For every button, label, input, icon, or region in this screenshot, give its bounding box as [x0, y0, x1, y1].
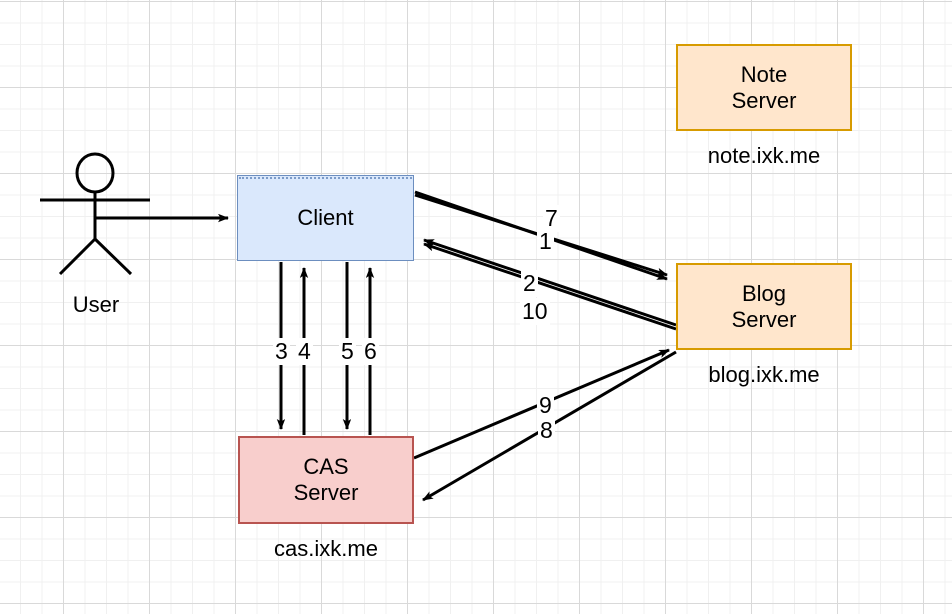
node-blog-server[interactable]: Blog Server: [676, 263, 852, 350]
edge-label-2: 2: [521, 270, 538, 297]
edge-label-7: 7: [543, 205, 560, 232]
node-cas-server-label-line-1: CAS: [303, 454, 349, 480]
caption-blog-server: blog.ixk.me: [708, 362, 820, 387]
node-blog-server-label-line-2: Server: [731, 306, 797, 332]
node-blog-server-label-line-1: Blog: [741, 280, 787, 306]
edge-label-5: 5: [339, 338, 356, 365]
edge-label-9: 9: [537, 392, 554, 419]
caption-user: User: [72, 292, 120, 317]
node-note-server-label-line-1: Note: [740, 61, 788, 87]
caption-note-server: note.ixk.me: [707, 143, 821, 168]
edge-label-10: 10: [520, 298, 550, 325]
user-head-icon: [75, 152, 115, 194]
node-note-server[interactable]: Note Server: [676, 44, 852, 131]
edge-10: [423, 242, 677, 331]
edge-label-3: 3: [273, 338, 290, 365]
node-note-server-label-line-2: Server: [731, 87, 797, 113]
caption-cas-server: cas.ixk.me: [274, 536, 378, 561]
edge-2: [423, 238, 677, 327]
user-leg-right: [93, 237, 133, 276]
edge-label-1: 1: [537, 228, 554, 255]
edge-label-4: 4: [296, 338, 313, 365]
user-leg-left: [58, 237, 97, 276]
node-cas-server-label-line-2: Server: [293, 480, 359, 505]
node-cas-server[interactable]: CAS Server: [238, 436, 414, 524]
node-client-label-line-1: Client: [297, 205, 354, 231]
user-stick-figure: [40, 152, 150, 276]
node-client[interactable]: Client: [237, 175, 414, 261]
edge-label-8: 8: [538, 417, 555, 444]
edge-label-6: 6: [362, 338, 379, 365]
